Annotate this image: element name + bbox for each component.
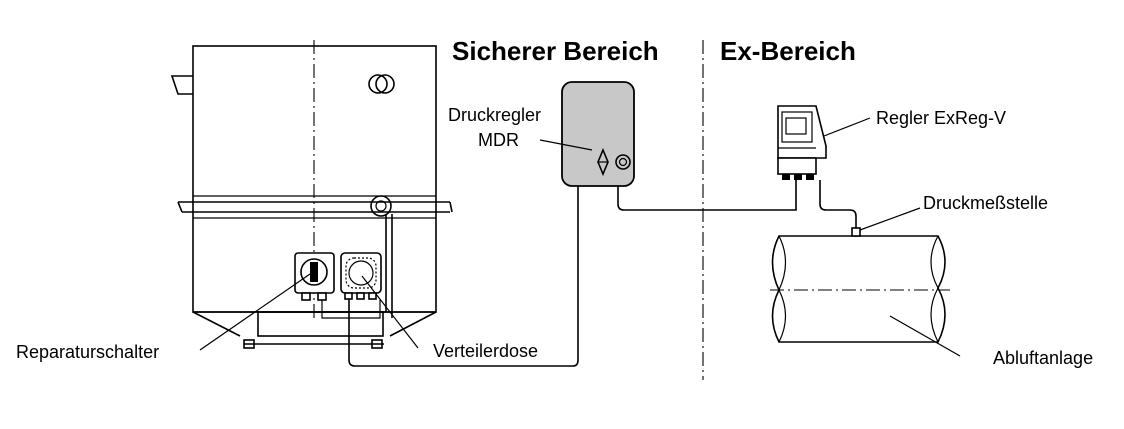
machine-housing: [170, 40, 453, 349]
heading-safe-area: Sicherer Bereich: [452, 36, 659, 66]
label-repair-switch: Reparaturschalter: [16, 342, 159, 362]
leader-lines: [199, 117, 961, 357]
controller-exreg-v: [777, 105, 827, 180]
label-pressure-point: Druckmeßstelle: [923, 193, 1048, 213]
label-pressure-controller-line1: Druckregler: [448, 105, 541, 125]
heading-ex-area: Ex-Bereich: [720, 36, 856, 66]
label-exhaust-system: Abluftanlage: [993, 348, 1093, 368]
label-distribution-box: Verteilerdose: [433, 341, 538, 361]
pressure-controller-mdr: [561, 81, 635, 187]
label-pressure-controller-line2: MDR: [478, 130, 519, 150]
exhaust-duct: [770, 227, 950, 343]
repair-switch: [294, 252, 335, 301]
cabling: [321, 180, 857, 367]
label-controller-exreg: Regler ExReg-V: [876, 108, 1006, 128]
